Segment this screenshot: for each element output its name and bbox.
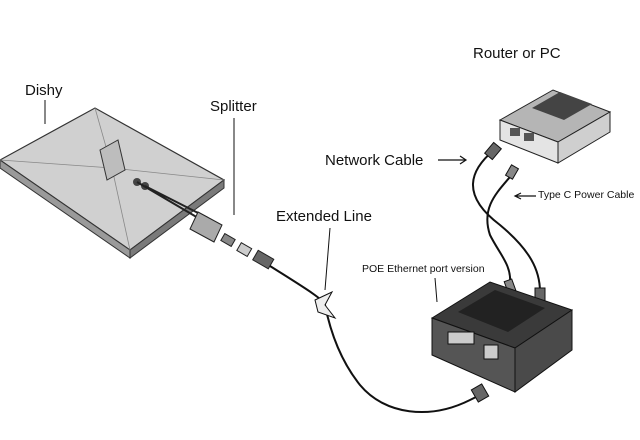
label-poe-version: POE Ethernet port version: [362, 263, 485, 275]
dishy-antenna: [0, 107, 226, 259]
extended-line-break-icon: [314, 290, 337, 320]
label-type-c-power-cable: Type C Power Cable: [538, 189, 635, 201]
poe-box: [430, 281, 574, 403]
type-c-cable: [486, 171, 515, 286]
label-router: Router or PC: [473, 45, 561, 62]
extended-line-cable: [269, 265, 481, 413]
router: [498, 89, 612, 164]
network-cable: [472, 149, 541, 293]
splitter: [136, 181, 275, 270]
label-dishy: Dishy: [25, 82, 63, 99]
label-extended-line: Extended Line: [276, 208, 372, 225]
label-splitter: Splitter: [210, 98, 257, 115]
label-network-cable: Network Cable: [325, 152, 424, 169]
